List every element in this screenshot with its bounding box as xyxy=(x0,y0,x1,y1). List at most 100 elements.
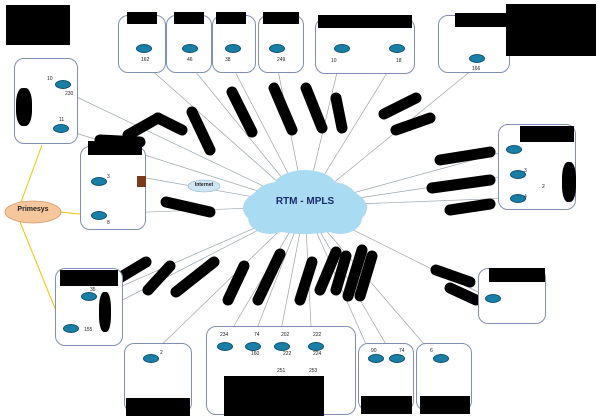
redacted-label xyxy=(263,12,299,24)
redaction-mark xyxy=(444,198,496,216)
node-label: 162 xyxy=(141,57,150,63)
redacted-label xyxy=(489,268,545,282)
redaction-mark xyxy=(268,82,298,136)
router-icon xyxy=(91,177,107,186)
redaction-mark xyxy=(152,112,188,136)
node-label: 224 xyxy=(313,351,322,357)
primesys-link xyxy=(19,144,43,206)
node-label: 251 xyxy=(277,368,286,374)
node-label: 253 xyxy=(309,368,318,374)
node-label: 249 xyxy=(277,57,286,63)
redaction-mark xyxy=(378,92,422,120)
cloud-lobe xyxy=(318,202,362,234)
router-icon xyxy=(91,211,107,220)
router-icon xyxy=(55,80,71,89)
redacted-label xyxy=(520,126,574,142)
redaction-mark xyxy=(160,196,216,218)
mpls-cloud-label: RTM - MPLS xyxy=(275,196,335,207)
node-label: 166 xyxy=(472,66,481,72)
cloud-lobe xyxy=(248,202,292,234)
node-label: 234 xyxy=(220,332,229,338)
router-icon xyxy=(225,44,241,53)
mpls-cloud xyxy=(243,170,367,234)
redacted-label xyxy=(60,270,118,286)
redacted-label xyxy=(224,376,324,416)
node-label: 74 xyxy=(399,348,405,354)
node-label: 222 xyxy=(313,332,322,338)
router-icon xyxy=(53,124,69,133)
router-icon xyxy=(245,342,261,351)
node-label: 230 xyxy=(65,91,74,97)
node-label: 222 xyxy=(283,351,292,357)
redaction-mark xyxy=(226,86,258,138)
router-icon xyxy=(143,354,159,363)
router-icon xyxy=(182,44,198,53)
router-icon xyxy=(81,292,97,301)
redaction-mark xyxy=(330,92,348,134)
router-icon xyxy=(334,44,350,53)
redaction-mark xyxy=(300,82,328,134)
redaction-mark xyxy=(170,256,220,298)
redacted-label xyxy=(88,141,142,155)
node-label: 90 xyxy=(371,348,377,354)
site-left-middle xyxy=(80,146,146,230)
redaction-mark xyxy=(444,282,482,306)
redaction-mark xyxy=(430,264,476,288)
router-icon xyxy=(63,324,79,333)
node-label: 160 xyxy=(251,351,260,357)
node-label: 6 xyxy=(430,348,433,354)
router-icon xyxy=(274,342,290,351)
redaction-mark xyxy=(186,106,216,156)
redacted-label xyxy=(6,5,70,45)
redacted-label xyxy=(174,12,204,24)
redacted-label xyxy=(506,4,596,56)
redaction-mark xyxy=(342,244,368,302)
redaction-mark xyxy=(390,112,436,136)
node-label: 10 xyxy=(47,76,53,82)
redaction-mark xyxy=(122,112,164,141)
node-label: 2 xyxy=(160,350,163,356)
node-label: 18 xyxy=(396,58,402,64)
node-label: 74 xyxy=(254,332,260,338)
router-icon xyxy=(389,354,405,363)
node-label: 2 xyxy=(542,184,545,190)
redaction-mark xyxy=(314,246,342,296)
internet-label: Internet xyxy=(194,182,214,188)
redaction-mark xyxy=(252,248,286,306)
firewall-icon xyxy=(137,176,146,187)
node-label: 3 xyxy=(524,168,527,174)
router-icon xyxy=(269,44,285,53)
redacted-label xyxy=(420,396,470,414)
node-label: 10 xyxy=(331,58,337,64)
node-label: 155 xyxy=(84,327,93,333)
redaction-mark xyxy=(562,162,576,202)
router-icon xyxy=(485,294,501,303)
node-label: 38 xyxy=(225,57,231,63)
primesys-label: Primesys xyxy=(17,206,49,213)
redacted-label xyxy=(126,398,190,416)
node-label: 46 xyxy=(187,57,193,63)
node-label: 35 xyxy=(90,287,96,293)
router-icon xyxy=(510,194,526,203)
node-label: 3 xyxy=(107,174,110,180)
router-icon xyxy=(217,342,233,351)
node-label: 202 xyxy=(281,332,290,338)
redacted-label xyxy=(455,13,507,27)
router-icon xyxy=(308,342,324,351)
router-icon xyxy=(433,354,449,363)
router-icon xyxy=(136,44,152,53)
redacted-label xyxy=(361,396,412,414)
internet-cloud xyxy=(187,179,221,193)
redaction-mark xyxy=(330,250,352,296)
router-icon xyxy=(510,170,526,179)
primesys-cloud xyxy=(4,200,62,224)
redaction-mark xyxy=(142,260,176,296)
redaction-mark xyxy=(354,250,378,302)
redaction-mark xyxy=(16,88,32,126)
redacted-label xyxy=(127,12,157,24)
cloud-lobe xyxy=(273,170,337,206)
node-label: 8 xyxy=(107,220,110,226)
router-icon xyxy=(368,354,384,363)
